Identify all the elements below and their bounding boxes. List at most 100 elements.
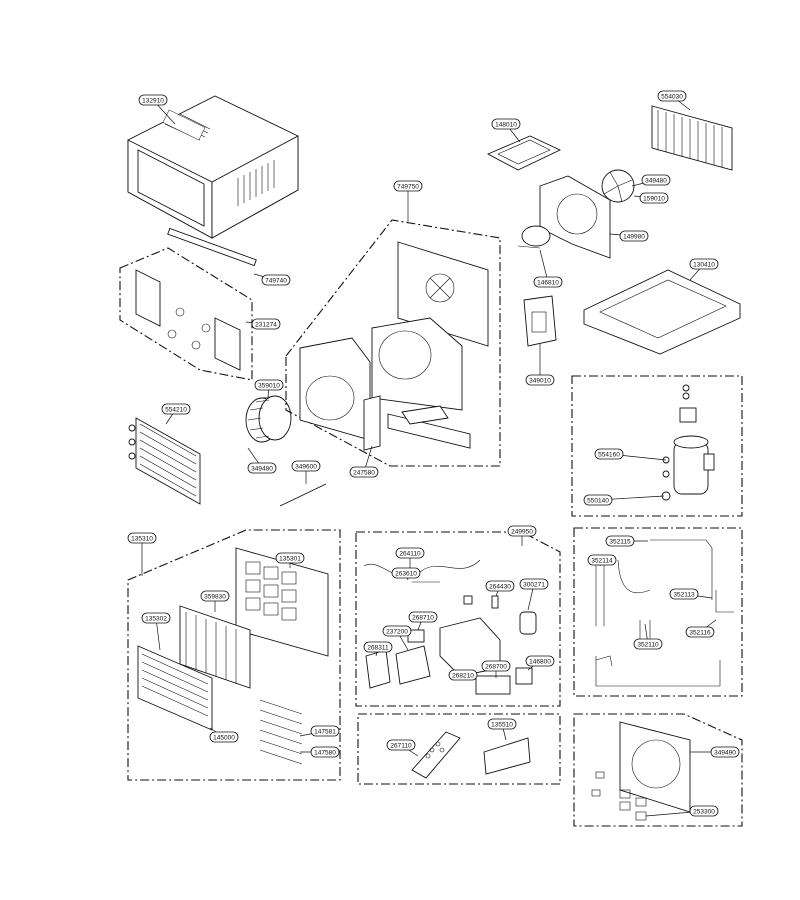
- part-number-text: 249950: [511, 528, 533, 535]
- front-grille-part: [235, 547, 329, 657]
- label-bubble: [689, 805, 719, 817]
- part-number-label: 349010: [525, 344, 555, 386]
- part-number-text: 349010: [529, 377, 551, 384]
- part-number-label: 359010: [254, 379, 284, 399]
- part-number-label: 268700: [481, 660, 511, 678]
- shaft-part: [279, 483, 327, 507]
- remote-holder-part: [483, 737, 531, 775]
- remote-control-part: [411, 731, 461, 779]
- label-bubble: [533, 276, 563, 288]
- part-number-text: 352110: [637, 641, 659, 648]
- part-number-label: 231274: [245, 318, 281, 330]
- label-bubble: [382, 625, 412, 637]
- part-number-label: 349490: [690, 746, 740, 758]
- condenser-coil-part: [128, 417, 201, 505]
- piping-parts: [595, 539, 734, 687]
- label-bubble: [641, 174, 671, 186]
- part-number-label: 146810: [533, 249, 563, 288]
- part-number-label: 149980: [609, 230, 649, 242]
- part-number-text: 349600: [295, 463, 317, 470]
- part-number-label: 352116: [685, 619, 717, 638]
- part-number-text: 135301: [279, 555, 301, 562]
- part-number-label: 145000: [209, 727, 239, 743]
- label-bubble: [200, 590, 230, 602]
- part-number-text: 146810: [537, 279, 559, 286]
- label-bubble: [507, 525, 537, 537]
- part-number-label: 264430: [485, 580, 515, 597]
- label-bubble: [127, 532, 157, 544]
- label-bubble: [275, 552, 305, 564]
- part-number-text: 149980: [623, 233, 645, 240]
- part-number-label: 554030: [657, 90, 691, 111]
- label-bubble: [657, 90, 687, 102]
- base-pan-part: [583, 269, 741, 355]
- part-number-label: 237200: [382, 625, 412, 651]
- part-number-text: 352113: [673, 591, 695, 598]
- label-bubble: [605, 535, 635, 547]
- bracket-set-part: [119, 227, 257, 381]
- label-bubble: [487, 718, 517, 730]
- label-bubble: [710, 746, 740, 758]
- part-number-text: 554160: [598, 451, 620, 458]
- top-tray-part: [486, 135, 562, 171]
- part-number-text: 749750: [397, 183, 419, 190]
- part-number-text: 135510: [491, 721, 513, 728]
- base-assembly-part: [285, 219, 501, 467]
- label-bubble: [525, 655, 555, 667]
- part-number-label: 359830: [200, 590, 230, 612]
- part-number-label: 253300: [645, 805, 719, 817]
- part-number-text: 352115: [609, 538, 631, 545]
- part-number-label: 147580: [300, 746, 340, 758]
- part-number-text: 349490: [714, 749, 736, 756]
- part-number-label: 135510: [487, 718, 517, 741]
- part-number-label: 352110: [633, 623, 663, 650]
- part-number-text: 146800: [529, 658, 551, 665]
- part-number-text: 554030: [661, 93, 683, 100]
- part-number-label: 352114: [587, 554, 617, 567]
- label-bubble: [161, 403, 191, 415]
- remote-group-box: [357, 713, 561, 785]
- part-number-text: 749740: [265, 277, 287, 284]
- label-bubble: [685, 626, 715, 638]
- part-number-label: 249950: [507, 525, 537, 546]
- part-number-label: 135302: [141, 612, 171, 651]
- part-number-text: 264430: [489, 583, 511, 590]
- part-number-label: 268210: [448, 669, 478, 681]
- label-bubble: [363, 641, 393, 653]
- label-bubble: [393, 180, 423, 192]
- part-number-text: 263610: [395, 570, 417, 577]
- part-number-label: 148010: [491, 118, 521, 143]
- part-number-label: 159010: [633, 192, 669, 204]
- part-number-label: 554160: [594, 448, 667, 461]
- part-number-label: 550140: [583, 494, 665, 506]
- part-number-text: 268700: [485, 663, 507, 670]
- part-number-text: 132910: [142, 97, 164, 104]
- label-bubble: [310, 725, 340, 737]
- part-number-text: 135310: [131, 535, 153, 542]
- part-number-label: 349600: [291, 460, 321, 484]
- part-number-text: 147580: [314, 749, 336, 756]
- part-number-text: 247580: [353, 469, 375, 476]
- part-number-label: 349480: [631, 174, 671, 187]
- label-bubble: [247, 462, 277, 474]
- label-bubble: [491, 118, 521, 130]
- label-bubble: [261, 274, 291, 286]
- part-number-label: 300271: [519, 578, 549, 611]
- label-bubble: [310, 746, 340, 758]
- label-bubble: [291, 460, 321, 472]
- evaporator-coil-part: [651, 105, 733, 171]
- part-number-label: 135310: [127, 532, 157, 576]
- part-number-label: 135301: [275, 552, 305, 568]
- label-bubble: [525, 374, 555, 386]
- label-bubble: [391, 567, 421, 579]
- label-bubble: [251, 318, 281, 330]
- front-panel-part: [137, 645, 213, 731]
- part-number-label: 147581: [299, 725, 340, 737]
- part-number-text: 268311: [367, 644, 389, 651]
- part-number-label: 264110: [395, 547, 425, 570]
- part-number-label: 267110: [386, 739, 419, 757]
- part-number-text: 267110: [390, 742, 412, 749]
- part-number-text: 159010: [643, 195, 665, 202]
- part-number-label: 352113: [669, 588, 713, 600]
